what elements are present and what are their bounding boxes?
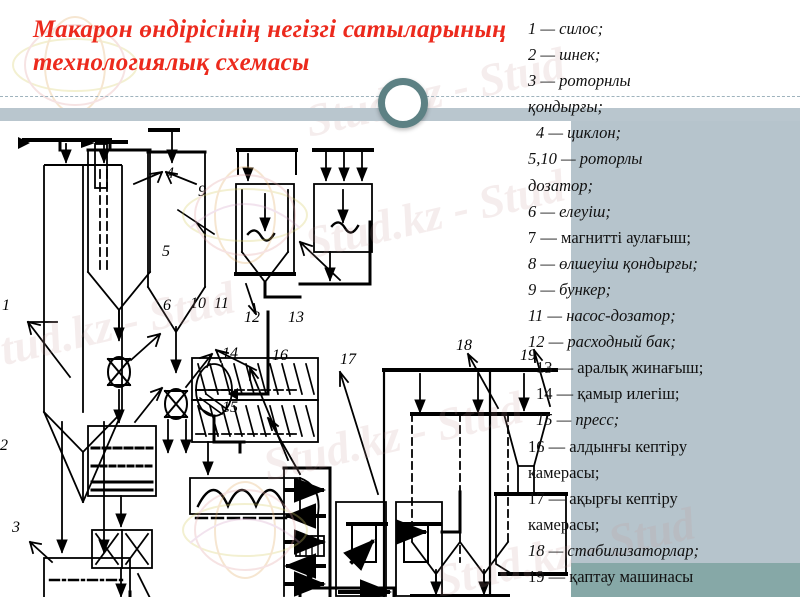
callout-label: 2 [0,437,8,454]
callout-label: 4 [166,165,174,182]
callout-label: 6 [163,297,171,314]
callout-label: 18 [456,337,472,354]
legend-item: 9 — бункер; [528,279,612,299]
legend-item: 4 — циклон; [536,123,622,143]
callout-label: 12 [244,309,260,326]
legend-accent-bar [571,563,800,597]
callout-label: 5 [162,243,170,260]
legend-item: 12 — расходный бак; [528,332,676,352]
legend-item: 5,10 — роторлы [528,149,643,169]
legend-item: камерасы; [528,514,600,534]
callout-label: 19 [520,347,536,364]
legend-item: қондырғы; [528,97,604,117]
legend-item: камерасы; [528,462,600,482]
legend-item: 16 — алдынғы кептіру [528,436,688,456]
callout-label: 9 [198,183,206,200]
callout-label: 10 [190,295,206,312]
callout-label: 1 [2,297,10,314]
callout-label: 13 [288,309,304,326]
legend-item: 6 — елеуіш; [528,201,611,221]
legend-item: 17 — ақырғы кептіру [528,488,678,508]
callout-label: 15 [222,399,238,416]
legend-panel-background [571,113,800,563]
legend-item: 15 — пресс; [536,410,620,430]
legend-list: 1 — силос; 2 — шнек; 3 — роторнлы қондырғы;… [528,16,800,590]
header-circle-accent [378,78,428,128]
legend-item: 18 — стабилизаторлар; [528,540,699,560]
process-flow-diagram: 1 2 3 4 5 6 7 8 9 10 11 12 13 14 15 16 1… [0,122,575,597]
callout-label: 17 [340,351,357,368]
legend-item: 19 — қаптау машинасы [528,566,694,586]
callout-label: 11 [214,295,229,312]
legend-item: 7 — магнитті аулағыш; [528,227,691,247]
legend-item: 14 — қамыр илегіш; [536,384,680,404]
legend-item: 8 — өлшеуіш қондырғы; [528,253,698,273]
legend-item: 2 — шнек; [528,45,601,65]
legend-item: 11 — насос-дозатор; [528,306,676,326]
legend-item: 3 — роторнлы [528,71,631,91]
legend-item: 1 — силос; [528,19,604,38]
slide-title: Макарон өндірісінің негізгі сатыларының … [33,16,507,76]
callout-label: 14 [222,345,238,362]
legend-item: 13 — аралық жинағыш; [536,358,704,378]
legend-item: дозатор; [528,175,593,195]
callout-label: 16 [272,347,288,364]
callout-label: 3 [11,519,20,536]
